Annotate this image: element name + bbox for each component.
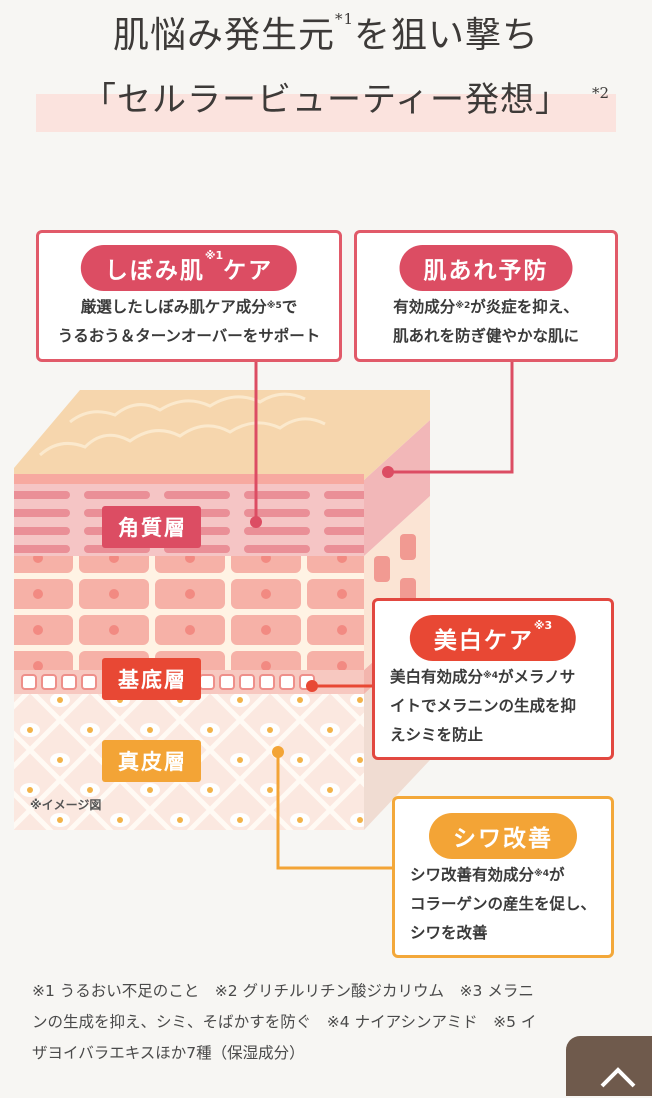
scroll-to-top-button[interactable]: [566, 1036, 652, 1096]
callout-bihaku-care: 美白ケア※3 美白有効成分※4がメラノサ イトでメラニンの生成を抑 えシミを防止: [372, 598, 614, 760]
footnote-line: ザヨイバラエキスほか7種（保湿成分）: [32, 1044, 305, 1062]
callout-hadare-label: 肌あれ予防: [399, 245, 573, 291]
skin-layers-illustration: [14, 390, 430, 830]
callout-shiwa-improvement: シワ改善 シワ改善有効成分※4が コラーゲンの産生を促し、 シワを改善: [392, 796, 614, 958]
callout-shiwa-label: シワ改善: [429, 813, 577, 859]
callout-shibomi-label: しぼみ肌※1ケア: [80, 245, 298, 291]
callout-shibomi-care: しぼみ肌※1ケア 厳選したしぼみ肌ケア成分※5で うるおう＆ターンオーバーをサポ…: [36, 230, 342, 362]
layer-label-stratum-corneum: 角質層: [102, 506, 201, 548]
footnote-line: ※1 うるおい不足のこと ※2 グリチルリチン酸ジカリウム ※3 メラニ: [32, 982, 534, 1000]
callout-bihaku-label: 美白ケア※3: [409, 615, 577, 661]
headline-line1: 肌悩み発生元*1を狙い撃ち: [112, 10, 540, 56]
callout-shiwa-text: シワ改善有効成分※4が コラーゲンの産生を促し、 シワを改善: [410, 866, 597, 942]
callout-shibomi-text: 厳選したしぼみ肌ケア成分※5で うるおう＆ターンオーバーをサポート: [57, 298, 321, 345]
footnotes: ※1 うるおい不足のこと ※2 グリチルリチン酸ジカリウム ※3 メラニ ンの生…: [32, 976, 622, 1069]
callout-hadare-text: 有効成分※2が炎症を抑え、 肌あれを防ぎ健やかな肌に: [392, 298, 579, 345]
callout-hadare-prevention: 肌あれ予防 有効成分※2が炎症を抑え、 肌あれを防ぎ健やかな肌に: [354, 230, 618, 362]
layer-label-dermis: 真皮層: [102, 740, 201, 782]
callout-bihaku-text: 美白有効成分※4がメラノサ イトでメラニンの生成を抑 えシミを防止: [390, 668, 577, 744]
image-note: ※イメージ図: [30, 798, 102, 812]
footnote-line: ンの生成を抑え、シミ、そばかすを防ぐ ※4 ナイアシンアミド ※5 イ: [32, 1013, 537, 1031]
layer-label-basal: 基底層: [102, 658, 201, 700]
headline-line2: 「セルラービューティー発想」: [82, 80, 570, 120]
headline-line2-note: *2: [592, 84, 610, 102]
chevron-up-icon: [600, 1067, 636, 1088]
headline-highlight-band: [36, 94, 616, 132]
